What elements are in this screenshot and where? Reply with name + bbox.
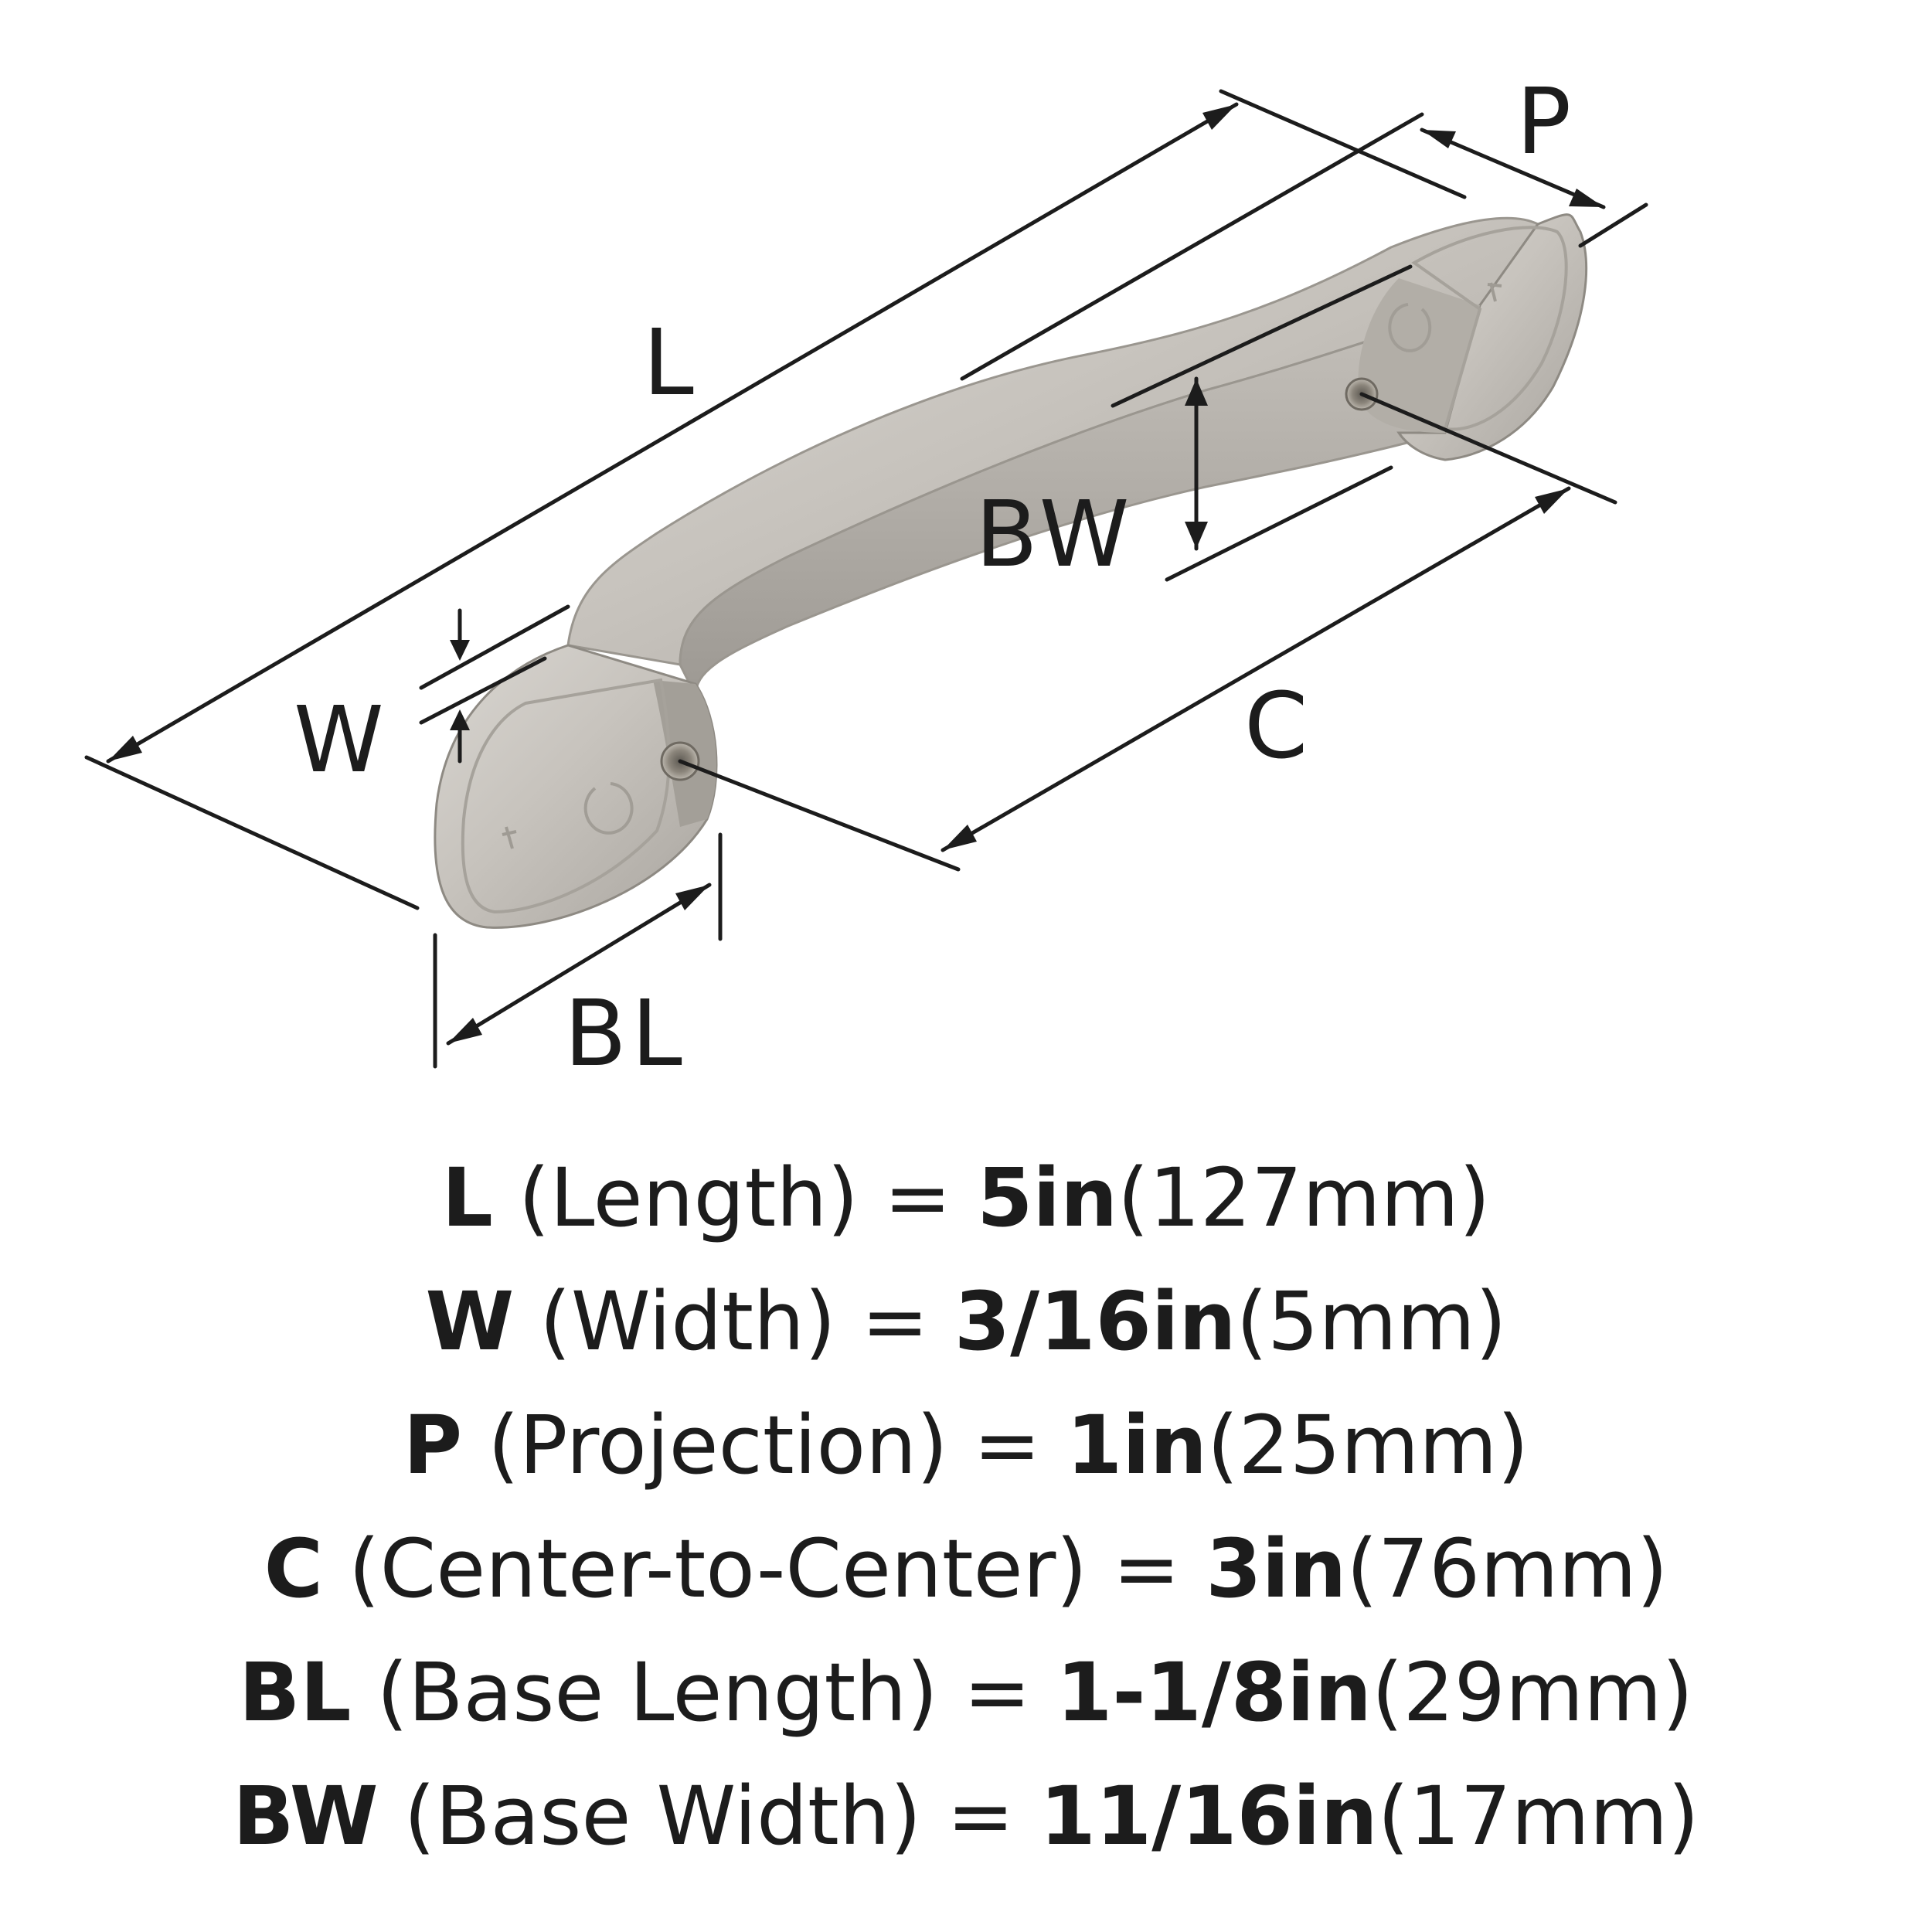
spec-imperial: 3in bbox=[1206, 1522, 1347, 1616]
spec-name: (Length) = bbox=[492, 1151, 978, 1245]
center-dim-line bbox=[940, 486, 1571, 852]
spec-code: BW bbox=[233, 1769, 379, 1863]
spec-name: (Projection) = bbox=[462, 1398, 1066, 1492]
label-L: L bbox=[643, 309, 699, 416]
marking-right-t bbox=[1487, 282, 1502, 302]
label-BW: BW bbox=[975, 481, 1134, 587]
base-length-arrow-right-icon bbox=[675, 885, 709, 910]
marking-right bbox=[1388, 303, 1432, 352]
spec-name: (Center-to-Center) = bbox=[322, 1522, 1206, 1616]
projection-ext-bottom bbox=[1578, 202, 1648, 248]
label-C: C bbox=[1244, 672, 1312, 779]
label-P: P bbox=[1516, 68, 1576, 175]
spec-metric: (17mm) bbox=[1377, 1769, 1699, 1863]
dimension-lines bbox=[84, 89, 1648, 1069]
spec-metric: (5mm) bbox=[1236, 1274, 1507, 1369]
spec-name: (Base Length) = bbox=[351, 1645, 1056, 1740]
spec-base-length: BL (Base Length) = 1-1/8in(29mm) bbox=[0, 1631, 1932, 1754]
center-arrow-left-icon bbox=[943, 825, 977, 850]
spec-code: C bbox=[264, 1522, 323, 1616]
center-ext-left bbox=[678, 759, 961, 872]
spec-code: L bbox=[441, 1151, 493, 1245]
projection-arrow-top-icon bbox=[1422, 130, 1456, 148]
projection-arrow-bottom-icon bbox=[1569, 189, 1604, 207]
length-arrow-right-icon bbox=[1202, 104, 1236, 130]
length-ext-left bbox=[84, 755, 420, 910]
width-ext-top bbox=[419, 604, 570, 690]
spec-name: (Width) = bbox=[514, 1274, 954, 1369]
spec-name: (Base Width) = bbox=[378, 1769, 1040, 1863]
spec-code: BL bbox=[238, 1645, 352, 1740]
center-ext-right bbox=[1359, 392, 1617, 505]
width-arrow-top-icon bbox=[450, 640, 470, 661]
length-arrow-left-icon bbox=[108, 736, 142, 761]
pull-base-left-inset bbox=[461, 678, 671, 914]
spec-metric: (76mm) bbox=[1346, 1522, 1668, 1616]
base-width-arrow-bottom-icon bbox=[1185, 522, 1208, 549]
base-width-arrow-top-icon bbox=[1185, 379, 1208, 406]
pull-base-right-face bbox=[1358, 278, 1480, 433]
label-BL: BL bbox=[564, 980, 687, 1087]
spec-imperial: 1in bbox=[1066, 1398, 1207, 1492]
spec-length: L (Length) = 5in(127mm) bbox=[0, 1136, 1932, 1260]
spec-width: W (Width) = 3/16in(5mm) bbox=[0, 1260, 1932, 1383]
spec-metric: (29mm) bbox=[1371, 1645, 1694, 1740]
base-width-ext-bottom bbox=[1165, 465, 1393, 582]
pull-base-right-inset bbox=[1411, 226, 1568, 431]
spec-center-to-center: C (Center-to-Center) = 3in(76mm) bbox=[0, 1507, 1932, 1631]
width-ext-bottom bbox=[419, 656, 547, 725]
length-ext-right bbox=[1219, 89, 1467, 199]
base-length-dim-line bbox=[446, 883, 712, 1046]
marking-left bbox=[583, 782, 634, 835]
base-length-arrow-left-icon bbox=[448, 1018, 482, 1043]
specification-list: L (Length) = 5in(127mm) W (Width) = 3/16… bbox=[0, 1136, 1932, 1878]
cabinet-pull-image bbox=[434, 213, 1588, 929]
label-W: W bbox=[294, 686, 389, 793]
spec-code: P bbox=[403, 1398, 463, 1492]
spec-code: W bbox=[425, 1274, 515, 1369]
spec-projection: P (Projection) = 1in(25mm) bbox=[0, 1383, 1932, 1507]
spec-imperial: 5in bbox=[977, 1151, 1118, 1245]
spec-imperial: 3/16in bbox=[954, 1274, 1236, 1369]
projection-dim-line bbox=[1420, 128, 1606, 209]
projection-ext-top bbox=[960, 112, 1424, 381]
spec-metric: (127mm) bbox=[1117, 1151, 1491, 1245]
spec-base-width: BW (Base Width) = 11/16in(17mm) bbox=[0, 1754, 1932, 1878]
width-arrow-bottom-icon bbox=[450, 709, 470, 730]
length-dim-line bbox=[106, 102, 1239, 764]
spec-imperial: 1-1/8in bbox=[1056, 1645, 1372, 1740]
spec-imperial: 11/16in bbox=[1039, 1769, 1378, 1863]
handle-dimension-drawing: L P BW C W BL bbox=[84, 68, 1648, 1087]
marking-left-t bbox=[502, 826, 517, 849]
center-arrow-right-icon bbox=[1535, 488, 1569, 514]
pull-base-right bbox=[1396, 213, 1588, 461]
base-width-ext-top bbox=[1111, 264, 1413, 408]
spec-metric: (25mm) bbox=[1206, 1398, 1529, 1492]
